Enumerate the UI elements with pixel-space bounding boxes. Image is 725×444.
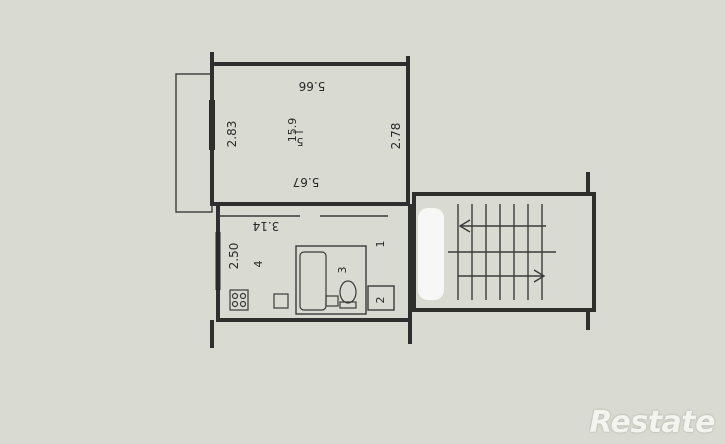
stair-arrowhead-upper: [458, 219, 471, 233]
dim-left-height: 2.83: [225, 121, 239, 148]
stair-arrowhead-lower: [533, 269, 546, 283]
stairwell: [412, 192, 596, 312]
stair-steps: [457, 204, 543, 300]
redaction-patch: [418, 208, 444, 300]
toilet: [339, 280, 357, 304]
burner-1: [231, 292, 239, 300]
balcony: [175, 73, 213, 213]
wc-number: 2: [374, 297, 387, 304]
hall-number: 1: [374, 241, 387, 248]
bathroom: [295, 245, 367, 315]
room-5-walls: [210, 62, 410, 206]
dim-top-width: 5.66: [299, 79, 326, 93]
dim-kitchen-width: 3.14: [253, 219, 280, 233]
bath-number: 3: [336, 267, 349, 274]
dim-bottom-width: 5.67: [293, 175, 320, 189]
room-5-area: 15.9: [286, 118, 299, 143]
room-5-number: 5: [297, 135, 304, 148]
stove: [229, 289, 249, 311]
kitchen-sink: [273, 293, 289, 309]
bathtub: [299, 251, 327, 311]
burner-2: [239, 292, 247, 300]
restate-logo: Restate: [589, 405, 715, 440]
kitchen-number: 4: [252, 261, 265, 268]
sink: [325, 295, 339, 307]
burner-4: [239, 300, 247, 308]
dim-right-height: 2.78: [389, 123, 403, 150]
wc-box: [367, 285, 395, 311]
toilet-tank: [339, 301, 357, 309]
dim-kitchen-height: 2.50: [227, 243, 241, 270]
burner-3: [231, 300, 239, 308]
